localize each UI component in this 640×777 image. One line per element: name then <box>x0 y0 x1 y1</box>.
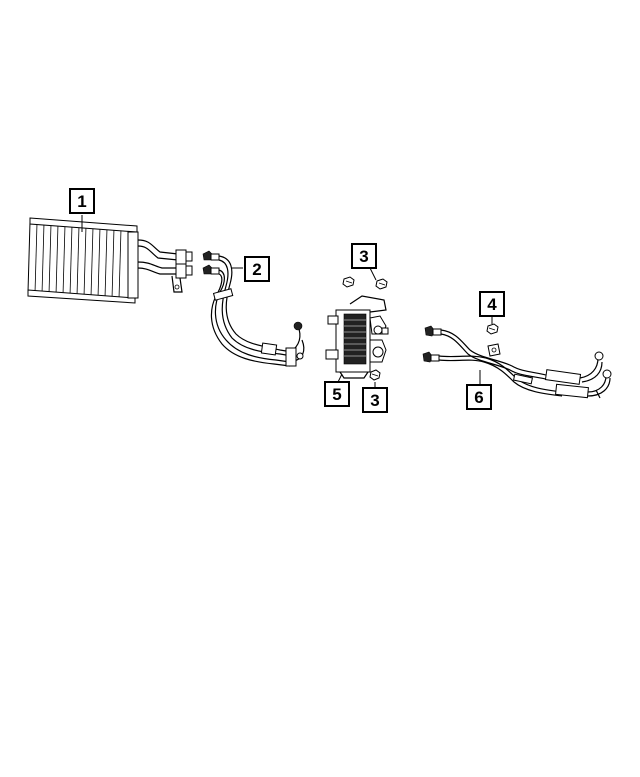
callout-4: 4 <box>479 291 505 317</box>
callout-5: 5 <box>324 381 350 407</box>
callout-1: 1 <box>69 188 95 214</box>
part-3-nut-upper-right <box>375 278 388 290</box>
part-3-nut-lower <box>369 369 381 381</box>
part-5-thermostat-cooler <box>325 295 389 379</box>
part-4-fitting <box>486 323 499 335</box>
callout-3-lower: 3 <box>362 387 388 413</box>
part-1-oil-cooler <box>27 217 193 304</box>
part-2-cooler-hoses <box>202 250 305 367</box>
leader-3-upper <box>369 267 377 281</box>
callout-3-upper: 3 <box>351 243 377 269</box>
callout-6: 6 <box>466 384 492 410</box>
callout-2: 2 <box>244 256 270 282</box>
part-3-nut-upper-left <box>342 276 355 288</box>
part-6-cooler-tubes <box>422 325 612 399</box>
